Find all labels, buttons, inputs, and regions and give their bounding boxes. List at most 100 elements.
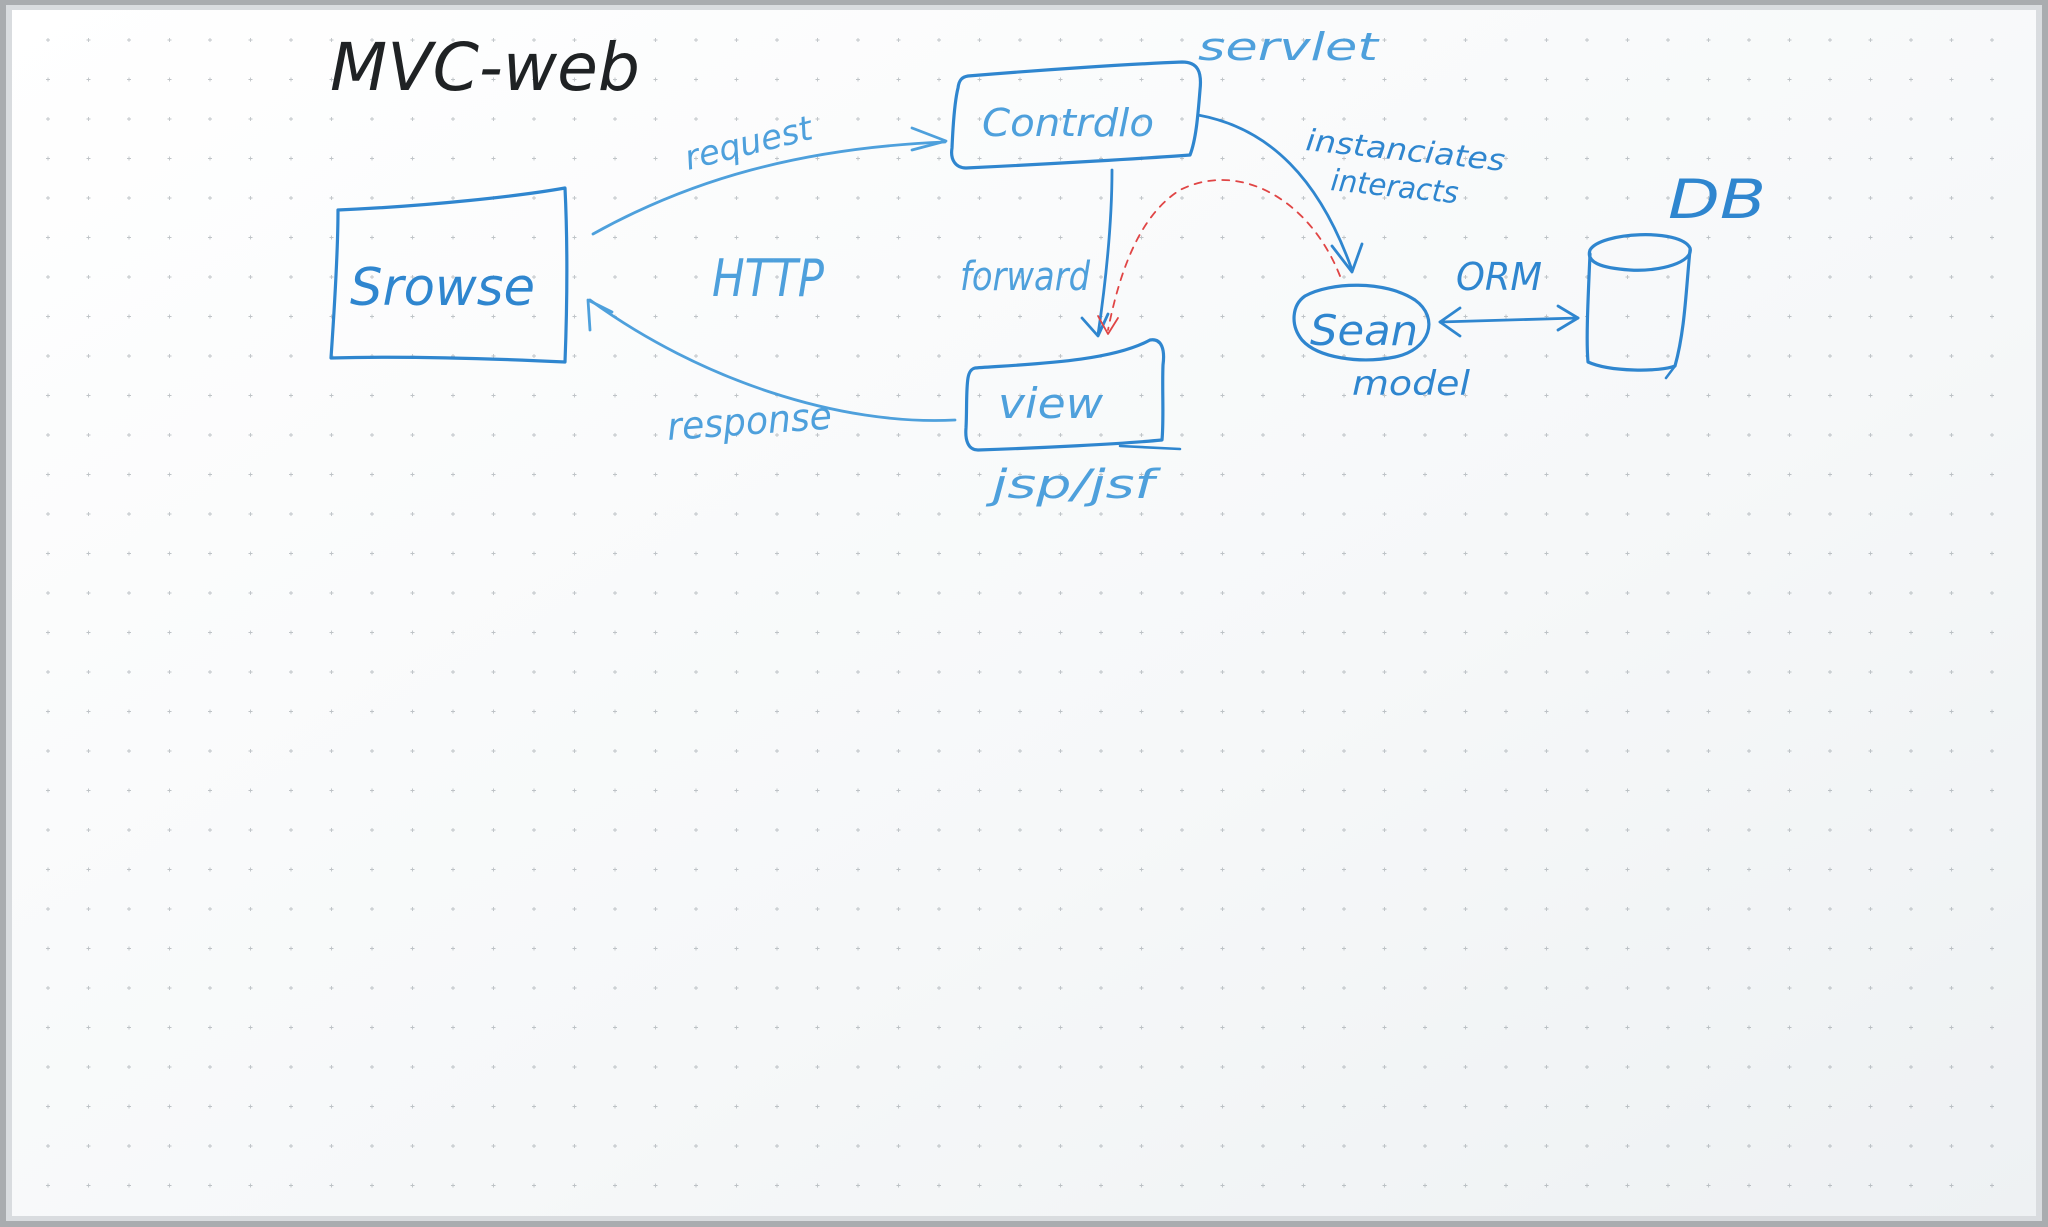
grid-dot [491,670,496,674]
grid-dot [1666,354,1670,358]
grid-dot [1787,867,1792,872]
grid-dot [1868,1025,1873,1030]
grid-dot [896,1183,901,1188]
grid-dot [694,749,698,753]
grid-dot [856,314,860,319]
grid-dot [572,156,577,161]
response-arrow[interactable] [588,298,957,422]
grid-dot [1504,867,1508,872]
grid-dot [208,1025,212,1030]
grid-dot [1544,1144,1549,1148]
http-label: HTTP [712,249,825,309]
grid-dot [1949,314,1954,319]
grid-dot [532,117,536,121]
grid-dot [370,275,374,279]
grid-dot [410,670,415,674]
grid-dot [694,630,698,635]
grid-dot [937,433,941,437]
grid-dot [1018,393,1022,398]
grid-dot [86,156,91,161]
grid-dot [1342,749,1346,753]
grid-dot [1463,472,1468,477]
grid-dot [1909,591,1913,595]
grid-dot [1787,38,1792,42]
grid-dot [1058,946,1063,951]
grid-dot [1949,512,1954,516]
grid-dot [977,433,982,437]
grid-dot [289,709,293,714]
grid-dot [1585,670,1589,674]
grid-dot [329,1065,334,1069]
grid-dot [613,472,617,477]
grid-dot [370,828,374,832]
grid-dot [734,38,739,42]
grid-dot [1706,828,1711,832]
grid-dot [208,709,212,714]
grid-dot [572,986,577,990]
grid-dot [329,77,334,82]
request-arrow[interactable] [591,140,947,236]
grid-dot [856,472,860,477]
grid-dot [1382,630,1387,635]
grid-dot [532,393,536,398]
grid-dot [127,986,131,990]
grid-dot [1423,393,1427,398]
grid-dot [1342,1065,1346,1069]
grid-dot [1220,551,1225,556]
grid-dot [1180,472,1184,477]
grid-dot [977,1025,982,1030]
grid-dot [86,433,91,437]
grid-dot [1666,749,1670,753]
grid-dot [653,946,658,951]
orm-double-arrow[interactable] [1438,316,1580,324]
grid-dot [289,867,293,872]
grid-dot [1180,749,1184,753]
grid-dot [451,709,455,714]
grid-dot [1666,1025,1670,1030]
grid-dot [1018,156,1022,161]
grid-dot [208,1104,212,1109]
grid-dot [1018,275,1022,279]
grid-dot [977,354,982,358]
grid-dot [856,709,860,714]
grid-dot [329,196,334,200]
grid-dot [1909,275,1913,279]
grid-dot [532,551,536,556]
grid-dot [1706,630,1711,635]
grid-dot [1504,946,1508,951]
grid-dot [86,393,91,398]
grid-dot [491,630,496,635]
grid-dot [208,196,212,200]
grid-dot [289,156,293,161]
grid-dot [775,275,779,279]
grid-dot [653,551,658,556]
grid-dot [46,433,50,437]
grid-dot [410,788,415,793]
grid-dot [937,1104,941,1109]
grid-dot [1504,38,1508,42]
grid-dot [1706,907,1711,911]
instanciates-arrow[interactable] [1196,113,1354,272]
grid-dot [1463,393,1468,398]
grid-dot [734,670,739,674]
grid-dot [1747,354,1751,358]
grid-dot [613,235,617,240]
grid-dot [856,38,860,42]
update-dashed-arrow[interactable] [1107,179,1341,331]
grid-dot [1180,393,1184,398]
grid-dot [1463,986,1468,990]
grid-dot [653,591,658,595]
grid-dot [1909,630,1913,635]
grid-dot [896,117,901,121]
grid-dot [1301,275,1306,279]
grid-dot [86,1065,91,1069]
grid-dot [775,196,779,200]
grid-dot [613,986,617,990]
grid-dot [572,1065,577,1069]
grid-dot [937,986,941,990]
grid-dot [532,1065,536,1069]
grid-dot [896,196,901,200]
forward-arrow[interactable] [1096,168,1114,337]
grid-dot [451,117,455,121]
grid-dot [856,235,860,240]
